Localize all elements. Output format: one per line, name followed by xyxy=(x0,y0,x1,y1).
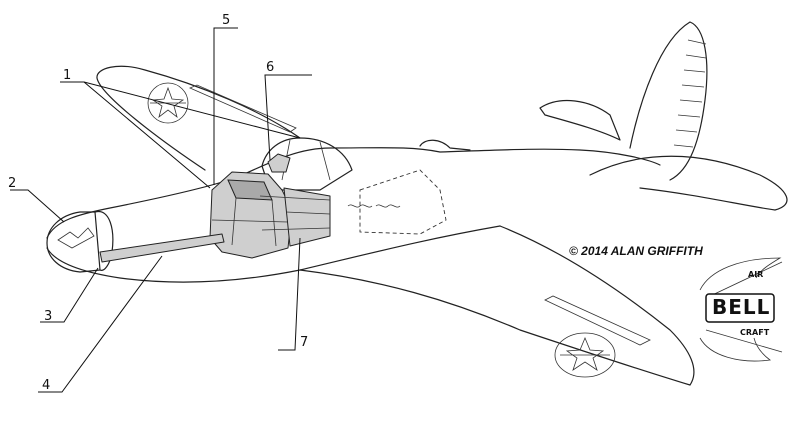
leader-2 xyxy=(10,189,65,223)
leader-7 xyxy=(278,237,301,351)
logo-main-text: BELL xyxy=(712,295,771,319)
armor-plate-rear xyxy=(283,187,331,247)
windshield-armor-glass xyxy=(267,153,291,173)
right-aileron xyxy=(544,295,651,346)
callout-3: 3 xyxy=(44,309,53,324)
cockpit-armor-assembly xyxy=(209,171,293,259)
nose-spinner xyxy=(46,211,101,273)
left-aileron xyxy=(188,84,297,133)
leader-3 xyxy=(40,267,99,323)
left-wing xyxy=(96,65,301,171)
callout-1: 1 xyxy=(63,68,72,83)
rudder-ribs xyxy=(673,39,707,148)
vertical-fin xyxy=(629,21,708,181)
bell-aircraft-logo xyxy=(699,257,783,362)
armor-lines xyxy=(259,195,331,231)
callout-2: 2 xyxy=(8,176,17,191)
nose-gun-port xyxy=(57,227,95,249)
leader-6 xyxy=(264,74,312,161)
air-scoop xyxy=(419,139,471,151)
exhaust-stacks xyxy=(347,204,401,208)
left-wing-star-insignia xyxy=(147,82,189,124)
leader-5 xyxy=(213,27,238,185)
logo-bottom-text: CRAFT xyxy=(740,328,770,337)
canopy xyxy=(261,137,353,191)
fuselage-lower xyxy=(46,225,501,283)
engine-hidden-outline xyxy=(359,169,447,235)
callout-7: 7 xyxy=(300,335,309,350)
callout-5: 5 xyxy=(222,13,231,28)
leader-1b xyxy=(83,81,301,139)
logo-top-text: AIR xyxy=(748,270,764,279)
copyright-notice: © 2014 ALAN GRIFFITH xyxy=(569,244,703,258)
leader-4 xyxy=(38,255,163,393)
right-wing-star-insignia xyxy=(554,332,616,378)
right-wing xyxy=(299,225,695,386)
callout-4: 4 xyxy=(42,378,51,393)
cannon-barrel xyxy=(99,233,225,263)
left-stabilizer xyxy=(539,100,621,141)
callout-6: 6 xyxy=(266,60,275,75)
fuselage-upper xyxy=(46,147,661,239)
horizontal-stabilizer xyxy=(589,155,788,211)
